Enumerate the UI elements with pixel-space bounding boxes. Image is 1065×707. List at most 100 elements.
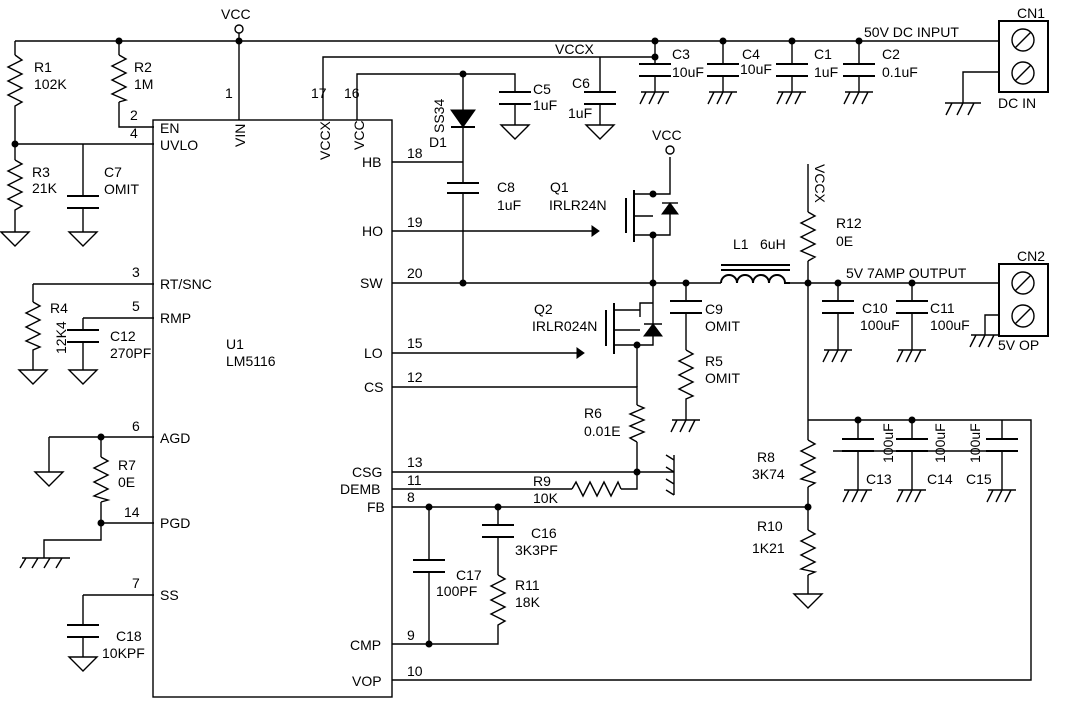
- connector-label: 5V OP: [998, 337, 1039, 353]
- pin-name: UVLO: [160, 137, 198, 153]
- ref-label: L1: [733, 236, 749, 252]
- pin-num: 13: [407, 454, 423, 470]
- ic-part: LM5116: [226, 353, 276, 369]
- pin-num: 8: [407, 489, 415, 505]
- ref-label: C9: [705, 301, 723, 317]
- capacitor-c12: [67, 329, 99, 343]
- capacitor-c14: [896, 438, 928, 452]
- inductor-l1: L1 6uH: [720, 236, 790, 284]
- ground-icon: [639, 91, 669, 105]
- ground-icon: [33, 471, 65, 487]
- pin-num: 20: [407, 265, 423, 281]
- value-label: OMIT: [705, 370, 740, 386]
- ref-label: C1: [814, 46, 832, 62]
- pin-name: PGD: [160, 515, 190, 531]
- resistor-r4: [24, 301, 42, 370]
- pin-num: 3: [132, 264, 140, 280]
- pin-num: 16: [344, 85, 360, 101]
- ref-label: C8: [497, 179, 515, 195]
- value-label: 21K: [32, 180, 58, 196]
- ref-label: R12: [836, 215, 862, 231]
- ground-icon: [67, 231, 99, 247]
- value-label: 0E: [836, 233, 853, 249]
- capacitor-c8: [447, 182, 479, 194]
- ic-body: [152, 119, 393, 698]
- pin-name: SW: [360, 275, 383, 291]
- ic-u1: U1 LM5116 2 EN 4 UVLO 3 RT/SNC 5 RMP 6 A…: [124, 85, 423, 698]
- ref-label: C17: [456, 567, 482, 583]
- pin-name: CS: [364, 379, 383, 395]
- capacitor-c3: [639, 63, 671, 77]
- ground-icon: [896, 349, 926, 363]
- pin-name: RT/SNC: [160, 276, 212, 292]
- ground-icon: [842, 489, 872, 503]
- diode-d1: SS34 D1: [429, 99, 476, 150]
- capacitor-c4: [707, 63, 739, 77]
- value-label: 0.1uF: [882, 64, 918, 80]
- resistor-r6: [628, 404, 646, 443]
- value-label: 6uH: [760, 236, 786, 252]
- capacitor-c7: [67, 195, 99, 209]
- connector-cn1: CN1 DC IN: [998, 5, 1049, 111]
- net-vcc-top: VCC: [221, 6, 251, 22]
- value-label: 10uF: [740, 61, 772, 77]
- pin-num: 9: [407, 627, 415, 643]
- resistor-r2: [110, 54, 129, 103]
- vcc-terminal: [234, 24, 244, 34]
- wire-vccx-rail: [322, 56, 655, 120]
- pin-name: VCCX: [317, 120, 333, 160]
- mosfet-q2: Q2 IRLR024N: [532, 301, 663, 359]
- ref-label: C5: [533, 81, 551, 97]
- pin-num: 4: [130, 125, 138, 141]
- resistor-r7: [92, 456, 111, 503]
- ground-icon: [17, 369, 49, 385]
- ref-label: R11: [515, 577, 540, 593]
- pin-name: VCC: [351, 120, 367, 150]
- value-label: 10K: [533, 490, 559, 506]
- net-vccx-r12: VCCX: [812, 164, 828, 204]
- pin-name: DEMB: [340, 481, 380, 497]
- net-vccx: VCCX: [555, 41, 595, 57]
- pin-name: RMP: [160, 310, 191, 326]
- resistor-r11: [489, 574, 507, 632]
- pin-num: 7: [132, 575, 140, 591]
- pin-name: HO: [362, 223, 383, 239]
- junctions: [11, 37, 916, 648]
- value-label: 12K4: [53, 321, 69, 354]
- ground-icon: [19, 557, 70, 569]
- value-label: OMIT: [705, 318, 740, 334]
- pin-name: EN: [160, 120, 179, 136]
- value-label: 1uF: [814, 64, 838, 80]
- value-label: 100uF: [880, 423, 896, 463]
- ground-icon: [670, 419, 700, 433]
- resistor-r1: [6, 54, 24, 118]
- ground-icon: [0, 231, 31, 247]
- ref-label: R3: [32, 164, 50, 180]
- value-label: 270PF: [110, 345, 151, 361]
- pin-name: FB: [367, 499, 385, 515]
- capacitor-c1: [776, 63, 808, 77]
- capacitor-c9: [670, 300, 702, 314]
- ref-label: R5: [705, 353, 723, 369]
- ref-label: C14: [927, 471, 953, 487]
- ref-label: C7: [104, 164, 122, 180]
- pin-name: AGD: [160, 430, 190, 446]
- pin-name: SS: [160, 587, 179, 603]
- net-output: 5V 7AMP OUTPUT: [846, 265, 967, 281]
- value-label: 1K21: [752, 540, 785, 556]
- ref-label: C11: [930, 300, 955, 316]
- ref-label: R9: [533, 473, 551, 489]
- ref-label: R7: [118, 457, 136, 473]
- ref-label: C15: [966, 471, 992, 487]
- pin-num: 2: [130, 107, 138, 123]
- ref-label: C10: [862, 300, 888, 316]
- resistor-r9: [571, 480, 622, 498]
- pin-num: 10: [407, 663, 423, 679]
- ref-label: Q2: [534, 301, 553, 317]
- connector-cn2: CN2 5V OP: [998, 248, 1049, 353]
- resistor-r5: [677, 349, 695, 420]
- value-label: 3K74: [752, 466, 785, 482]
- value-label: 1uF: [533, 97, 557, 113]
- value-label: IRLR024N: [532, 318, 597, 334]
- ref-label: C13: [866, 471, 892, 487]
